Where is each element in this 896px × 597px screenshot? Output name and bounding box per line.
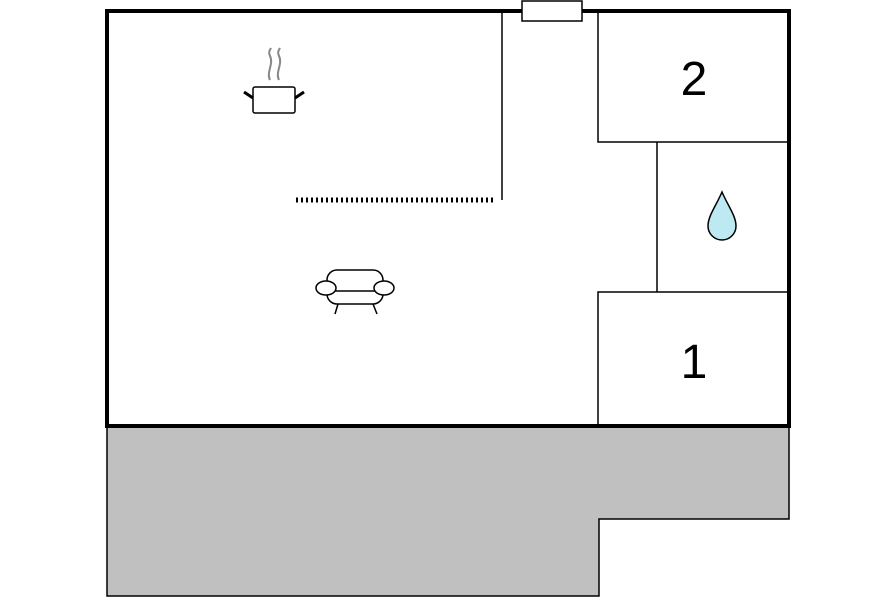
window-icon: [521, 0, 583, 22]
cooking-pot-icon: [243, 47, 305, 114]
water-drop-icon: [707, 190, 737, 241]
room-label-2: 2: [681, 53, 708, 106]
terrace-area: [106, 425, 790, 597]
bedroom-upper-walls: [597, 11, 789, 143]
bedroom-lower-walls: [597, 291, 789, 426]
outer-walls: [105, 9, 791, 428]
room-label-1: 1: [681, 336, 708, 389]
sofa-icon: [315, 269, 395, 315]
